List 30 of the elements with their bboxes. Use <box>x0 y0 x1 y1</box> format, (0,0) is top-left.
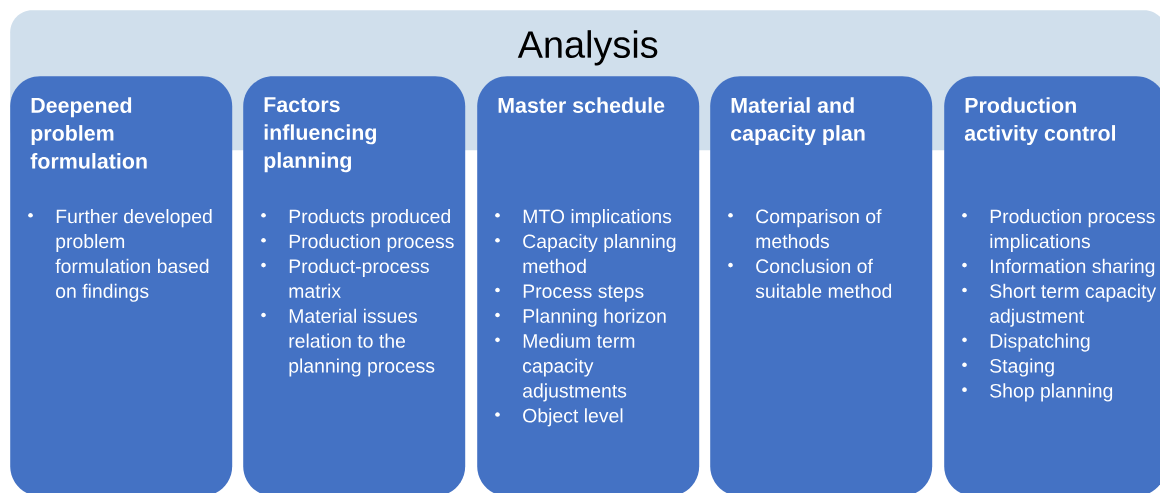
bullet-item: Further developed problem formulation based on findings <box>28 209 212 302</box>
column-box <box>243 76 466 493</box>
column-heading: Deepened problem formulation <box>30 97 147 169</box>
bullet-item: Conclusion of suitable method <box>728 258 892 298</box>
bullet-item: Process steps <box>495 284 644 302</box>
bullet-item: Products produced <box>261 209 450 228</box>
bullet-item: Short term capacity adjustment <box>962 283 1157 327</box>
bullet-item: Planning horizon <box>495 308 666 327</box>
column-heading: Factors influencing planning <box>264 97 377 173</box>
column-heading: Master schedule <box>498 97 665 113</box>
bullet-item: Shop planning <box>962 383 1113 402</box>
bullet-item: Object level <box>495 408 623 427</box>
bullet-item: Capacity planning method <box>495 233 676 274</box>
bullet-item: MTO implications <box>495 209 672 228</box>
bullet-item: Comparison of methods <box>728 209 882 249</box>
bullet-item: Product-process matrix <box>261 258 429 298</box>
column-box <box>944 76 1160 493</box>
heading: Analysis <box>517 30 658 66</box>
bullet-item: Information sharing <box>962 258 1155 277</box>
column-box <box>710 76 933 493</box>
bullet-item: Material issues relation to the planning process <box>261 308 435 377</box>
column-box <box>10 76 233 493</box>
column-box <box>477 76 700 493</box>
bullet-item: Medium term capacity adjustments <box>495 333 635 402</box>
bullet-item: Dispatching <box>962 333 1090 352</box>
column-heading: Production activity control <box>964 97 1115 146</box>
bullet-item: Staging <box>962 358 1054 377</box>
bullet-item: Production process implications <box>962 209 1155 253</box>
bullet-item: Production process <box>261 233 454 253</box>
column-heading: Material and capacity plan <box>731 97 865 146</box>
